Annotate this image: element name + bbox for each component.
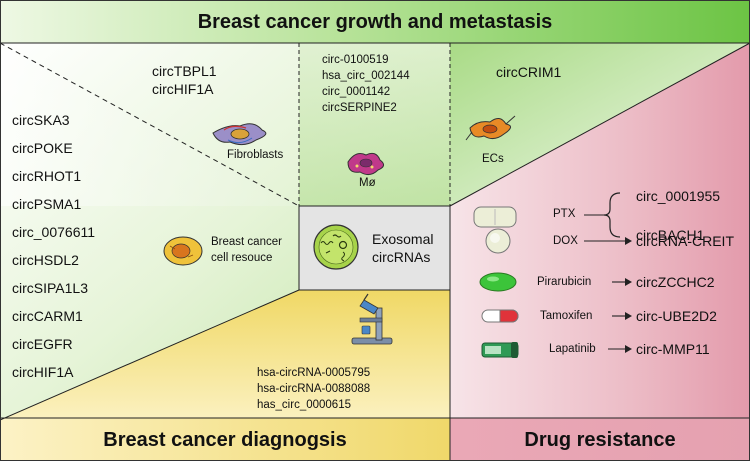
round-pill-icon xyxy=(485,228,511,254)
diagnosis-circ: hsa-circRNA-0005795 xyxy=(257,367,371,379)
list-item: circ_0076611 xyxy=(12,224,96,240)
macrophage-circ: circ-0100519 xyxy=(322,54,389,66)
microscope-icon xyxy=(351,293,393,345)
breast-cancer-cell-icon xyxy=(163,236,203,266)
exosome-icon xyxy=(313,224,359,270)
green-pill-bottle-icon xyxy=(481,342,519,358)
drug-label: Lapatinib xyxy=(549,343,596,355)
drug-circ: circBACH1 xyxy=(636,227,705,243)
diagnosis-circ: has_circ_0000615 xyxy=(257,399,351,411)
macrophage-label: Mø xyxy=(359,177,376,189)
diagnosis-circ: hsa-circRNA-0088088 xyxy=(257,383,371,395)
endothelial-circ: circCRIM1 xyxy=(496,64,562,80)
endothelial-label: ECs xyxy=(482,153,504,165)
drug-circ: circ-MMP11 xyxy=(636,341,710,357)
center-label-line2: circRNAs xyxy=(372,249,431,265)
fibroblasts-label: Fibroblasts xyxy=(227,149,284,161)
drug-label: Tamoxifen xyxy=(540,310,593,322)
list-item: circRHOT1 xyxy=(12,168,82,184)
center-label-line1: Exosomal xyxy=(372,231,434,247)
fibroblast-cell-icon xyxy=(212,123,267,146)
drug-label: DOX xyxy=(553,235,578,247)
green-capsule-icon xyxy=(479,272,517,292)
endothelial-cell-icon xyxy=(465,115,516,141)
list-item: circPOKE xyxy=(12,140,73,156)
drug-circ: circ_0001955 xyxy=(636,188,721,204)
drug-circ: circZCCHC2 xyxy=(636,274,715,290)
ptx-bracket xyxy=(584,192,621,238)
macrophage-circ: circSERPINE2 xyxy=(322,102,397,114)
drug-circ: circ-UBE2D2 xyxy=(636,308,717,324)
macrophage-cell-icon xyxy=(347,152,384,176)
list-item: circEGFR xyxy=(12,336,73,352)
list-item: circSIPA1L3 xyxy=(12,280,88,296)
title-banner: Breast cancer growth and metastasis xyxy=(197,11,553,33)
drug-resistance-section-label: Drug resistance xyxy=(524,429,676,451)
macrophage-circ: hsa_circ_002144 xyxy=(322,70,410,82)
macrophage-circ: circ_0001142 xyxy=(322,86,391,98)
breast-cancer-cell-label-line1: Breast cancer xyxy=(211,236,282,248)
list-item: circPSMA1 xyxy=(12,196,82,212)
list-item: circHIF1A xyxy=(12,364,74,380)
fibroblast-circ: circHIF1A xyxy=(152,81,214,97)
list-item: circCARM1 xyxy=(12,308,83,324)
tablet-icon xyxy=(473,206,517,228)
breast-cancer-cell-label-line2: cell resouce xyxy=(211,252,273,264)
drug-label: Pirarubicin xyxy=(537,276,592,288)
diagnosis-section-label: Breast cancer diagnogsis xyxy=(103,429,347,451)
drug-circ: circRNA-CREIT xyxy=(636,233,734,249)
drug-label: PTX xyxy=(553,208,576,220)
red-white-capsule-icon xyxy=(481,309,519,323)
list-item: circHSDL2 xyxy=(12,252,79,268)
list-item: circSKA3 xyxy=(12,112,70,128)
drug-arrows xyxy=(584,237,632,353)
fibroblast-circ: circTBPL1 xyxy=(152,63,217,79)
